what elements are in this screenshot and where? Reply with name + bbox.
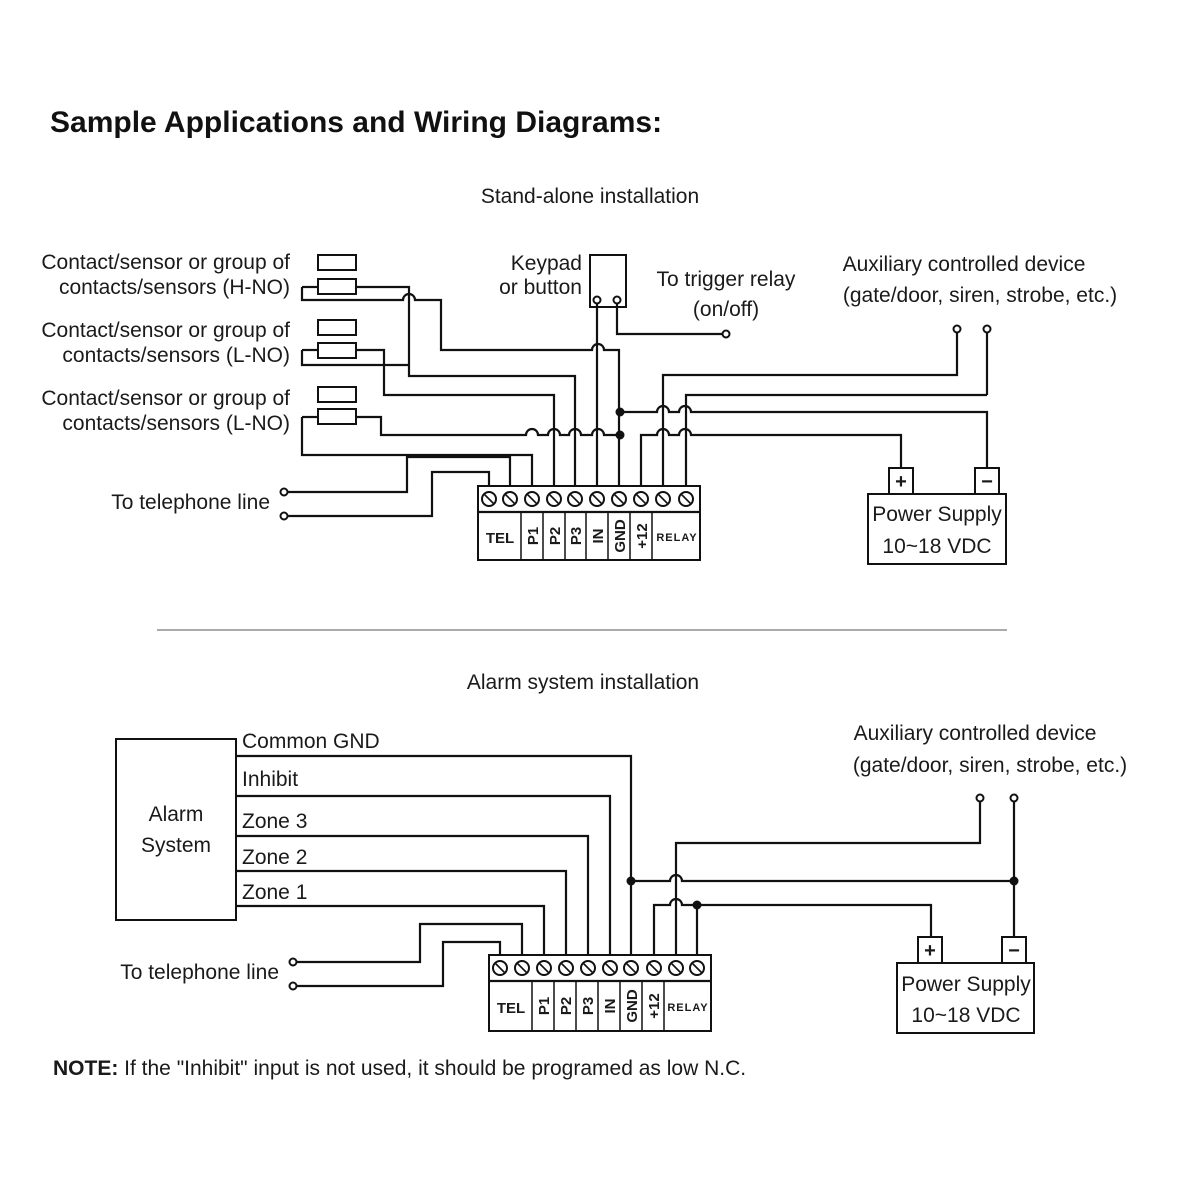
alarm-aux-label-line1: Auxiliary controlled device xyxy=(854,722,1097,745)
alarm-terminal-p1: P1 xyxy=(536,997,553,1015)
alarm-terminal-relay: RELAY xyxy=(667,1002,708,1014)
telephone-terminal-1 xyxy=(279,487,289,497)
terminal-gnd: GND xyxy=(612,519,629,553)
aux-label-line2: (gate/door, siren, strobe, etc.) xyxy=(843,284,1117,307)
terminal-tel: TEL xyxy=(486,530,514,547)
alarm-diagram: Alarm system installation Alarm System C… xyxy=(115,671,1127,1034)
alarm-aux-terminal-right xyxy=(1009,793,1019,803)
standalone-diagram: Stand-alone installation Contact/sensor … xyxy=(41,185,1117,565)
alarm-terminal-block: TEL P1 P2 P3 IN GND +12 RELAY xyxy=(488,954,712,1032)
trigger-label-line2: (on/off) xyxy=(693,298,759,321)
alarm-system-label-line2: System xyxy=(141,834,211,857)
alarm-aux-label-line2: (gate/door, siren, strobe, etc.) xyxy=(853,754,1127,777)
sensor-1-label-line2: contacts/sensors (H-NO) xyxy=(59,276,290,299)
sensor-1-label-line1: Contact/sensor or group of xyxy=(41,251,290,274)
power-label-line2: 10~18 VDC xyxy=(882,535,991,558)
note: NOTE: If the "Inhibit" input is not used… xyxy=(53,1057,746,1081)
wire-label-zone-1: Zone 1 xyxy=(242,881,307,904)
alarm-telephone-label: To telephone line xyxy=(120,961,279,984)
telephone-label: To telephone line xyxy=(111,491,270,514)
terminal-p1: P1 xyxy=(525,527,542,545)
standalone-wiring xyxy=(288,285,989,518)
alarm-power-label-line2: 10~18 VDC xyxy=(911,1004,1020,1027)
alarm-system-box xyxy=(115,738,237,921)
sensor-2-label-line2: contacts/sensors (L-NO) xyxy=(62,344,290,367)
sensor-3-label-line1: Contact/sensor or group of xyxy=(41,387,290,410)
terminal-p3: P3 xyxy=(568,527,585,545)
trigger-label-line1: To trigger relay xyxy=(657,268,796,291)
note-text: If the "Inhibit" input is not used, it s… xyxy=(118,1057,747,1080)
alarm-terminal-tel: TEL xyxy=(497,1000,525,1017)
alarm-wiring xyxy=(236,754,1019,988)
standalone-power-supply: + − Power Supply 10~18 VDC xyxy=(867,467,1007,565)
alarm-terminal-p2: P2 xyxy=(558,997,575,1015)
trigger-terminal xyxy=(721,329,731,339)
aux-label-line1: Auxiliary controlled device xyxy=(843,253,1086,276)
wire-label-zone-3: Zone 3 xyxy=(242,810,307,833)
sensor-3-label-line2: contacts/sensors (L-NO) xyxy=(62,412,290,435)
alarm-power-supply: + − Power Supply 10~18 VDC xyxy=(896,936,1035,1034)
alarm-terminal-plus12: +12 xyxy=(646,993,663,1018)
alarm-terminal-gnd: GND xyxy=(624,989,641,1023)
aux-terminal-left xyxy=(952,324,962,334)
alarm-system-label-line1: Alarm xyxy=(149,803,204,826)
wire-label-zone-2: Zone 2 xyxy=(242,846,307,869)
aux-terminal-right xyxy=(982,324,992,334)
sensor-3-symbol xyxy=(302,386,357,425)
keypad-symbol xyxy=(589,254,627,308)
terminal-in: IN xyxy=(590,529,607,544)
sensor-2-label-line1: Contact/sensor or group of xyxy=(41,319,290,342)
terminal-relay: RELAY xyxy=(656,532,697,544)
wire-label-common-gnd: Common GND xyxy=(242,730,380,753)
terminal-p2: P2 xyxy=(547,527,564,545)
alarm-power-label-line1: Power Supply xyxy=(901,973,1031,996)
terminal-plus12: +12 xyxy=(634,523,651,548)
keypad-label-line2: or button xyxy=(499,276,582,299)
alarm-title: Alarm system installation xyxy=(467,671,699,694)
sensor-1-symbol xyxy=(302,254,357,295)
wire-label-inhibit: Inhibit xyxy=(242,768,298,791)
keypad-label-line1: Keypad xyxy=(511,252,582,275)
alarm-terminal-in: IN xyxy=(602,999,619,1014)
alarm-power-plus: + xyxy=(924,940,936,962)
power-plus: + xyxy=(895,471,907,493)
power-minus: − xyxy=(981,471,993,493)
alarm-terminal-p3: P3 xyxy=(580,997,597,1015)
alarm-aux-terminal-left xyxy=(975,793,985,803)
note-label: NOTE: xyxy=(53,1057,119,1080)
alarm-telephone-terminal-2 xyxy=(288,981,298,991)
alarm-power-minus: − xyxy=(1008,940,1020,962)
alarm-telephone-terminal-1 xyxy=(288,957,298,967)
telephone-terminal-2 xyxy=(279,511,289,521)
standalone-title: Stand-alone installation xyxy=(481,185,699,208)
standalone-terminal-block: TEL P1 P2 P3 IN GND +12 RELAY xyxy=(477,485,701,561)
sensor-2-symbol xyxy=(302,319,357,359)
page-title: Sample Applications and Wiring Diagrams: xyxy=(50,106,663,139)
power-label-line1: Power Supply xyxy=(872,503,1002,526)
